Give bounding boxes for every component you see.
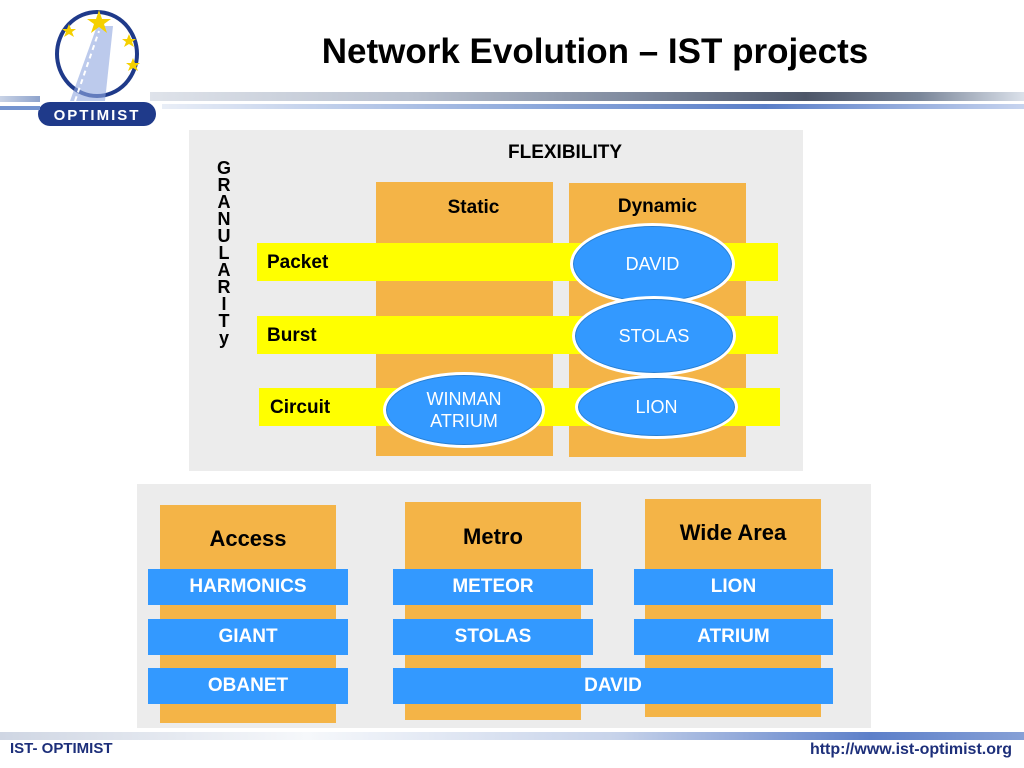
granularity-letter: L: [218, 243, 230, 263]
page-title: Network Evolution – IST projects: [321, 32, 869, 71]
giant-bar: GIANT: [148, 619, 348, 655]
granularity-letter: G: [216, 158, 231, 178]
static-column-label: Static: [447, 197, 500, 218]
harmonics-label: HARMONICS: [189, 576, 307, 597]
footer-project-name: IST- OPTIMIST: [10, 740, 113, 757]
stolas-label: STOLAS: [454, 626, 532, 647]
stolas-ellipse: STOLAS: [572, 296, 736, 376]
david-bar-label: DAVID: [584, 675, 642, 696]
atrium-bar-label: ATRIUM: [697, 626, 770, 647]
granularity-label: G R A N U L A R I T y: [212, 158, 236, 348]
meteor-label: METEOR: [452, 576, 534, 597]
granularity-letter: U: [217, 226, 231, 246]
david-bar: DAVID: [393, 668, 833, 704]
obanet-label: OBANET: [207, 675, 289, 696]
header-divider-accent: [162, 104, 1024, 109]
footer-url-link[interactable]: http://www.ist-optimist.org: [809, 741, 1012, 758]
burst-row-label: Burst: [267, 325, 317, 346]
granularity-letter: A: [217, 192, 231, 212]
access-column-label: Access: [209, 526, 287, 551]
header-divider-left-accent: [0, 106, 40, 110]
header-divider-left: [0, 96, 40, 102]
lion-ellipse-label: LION: [635, 397, 678, 417]
harmonics-bar: HARMONICS: [148, 569, 348, 605]
granularity-letter: T: [218, 311, 230, 331]
packet-row-label: Packet: [267, 252, 329, 273]
lion-ellipse: LION: [575, 375, 738, 439]
granularity-letter: R: [217, 277, 231, 297]
granularity-letter: N: [217, 209, 231, 229]
atrium-bar: ATRIUM: [634, 619, 833, 655]
meteor-bar: METEOR: [393, 569, 593, 605]
header-divider: [150, 92, 1024, 101]
david-ellipse: DAVID: [570, 223, 735, 305]
lion-label: LION: [710, 576, 757, 597]
lion-bar: LION: [634, 569, 833, 605]
winman-label: WINMAN: [426, 389, 502, 409]
obanet-bar: OBANET: [148, 668, 348, 704]
granularity-letter: y: [218, 328, 229, 348]
granularity-letter: A: [217, 260, 231, 280]
winman-atrium-ellipse: WINMAN ATRIUM: [383, 372, 545, 448]
wide-area-column-label: Wide Area: [679, 520, 787, 545]
logo-text: OPTIMIST: [54, 107, 141, 124]
granularity-letter: I: [221, 294, 227, 314]
granularity-letter: R: [217, 175, 231, 195]
metro-column-label: Metro: [463, 524, 523, 549]
circuit-row-label: Circuit: [270, 397, 331, 418]
stolas-ellipse-label: STOLAS: [618, 326, 690, 346]
dynamic-column-label: Dynamic: [617, 196, 698, 217]
optimist-logo: OPTIMIST: [35, 6, 160, 126]
david-ellipse-label: DAVID: [625, 254, 680, 274]
flexibility-label: FLEXIBILITY: [508, 142, 622, 163]
atrium-label: ATRIUM: [430, 411, 498, 431]
stolas-bar: STOLAS: [393, 619, 593, 655]
footer-divider: [0, 732, 1024, 740]
giant-label: GIANT: [218, 626, 278, 647]
